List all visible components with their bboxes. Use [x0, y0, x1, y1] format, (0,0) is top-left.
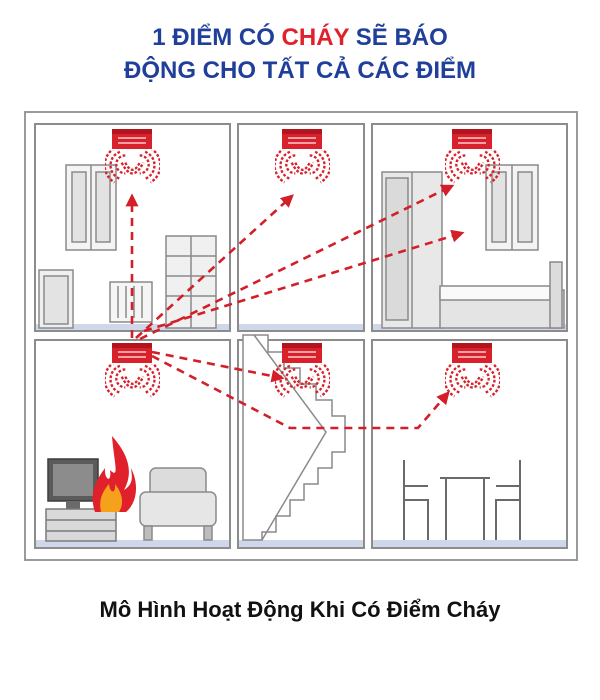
smoke-detector-icon	[452, 343, 492, 363]
fire-icon	[92, 436, 137, 512]
heading-line-2: ĐỘNG CHO TẤT CẢ CÁC ĐIỂM	[124, 57, 476, 84]
window-icon	[485, 164, 539, 251]
window-icon	[65, 164, 117, 251]
caption: Mô Hình Hoạt Động Khi Có Điểm Cháy	[99, 597, 501, 622]
alarm-arrow-top-middle	[135, 194, 294, 339]
heading-fire-word: CHÁY	[281, 24, 350, 51]
smoke-detector-icon	[112, 343, 152, 363]
sofa-icon	[139, 467, 217, 541]
smoke-detector-icon	[112, 129, 152, 149]
alarm-arrows	[125, 184, 465, 430]
smoke-detector-icon	[452, 129, 492, 149]
alarm-arrow-top-right-far	[139, 184, 455, 341]
tv-icon	[47, 458, 99, 509]
room-bottom-right	[371, 339, 568, 549]
smoke-detector-icon	[282, 343, 322, 363]
bed-icon	[439, 261, 565, 329]
dining-set-icon	[403, 460, 521, 540]
heading-text: 1 ĐIỂM CÓ	[152, 24, 282, 51]
heading-line-1: 1 ĐIỂM CÓ CHÁY SẼ BÁO	[0, 22, 600, 54]
alarm-arrow-bottom-right	[151, 354, 450, 430]
heading-text: SẼ BÁO	[349, 24, 448, 51]
wardrobe-icon	[381, 171, 443, 329]
room-top-middle	[237, 123, 365, 332]
tv-cabinet-icon	[45, 508, 117, 542]
wardrobe-icon	[38, 269, 74, 329]
smoke-detector-icon	[282, 129, 322, 149]
staircase-icon	[242, 334, 346, 541]
